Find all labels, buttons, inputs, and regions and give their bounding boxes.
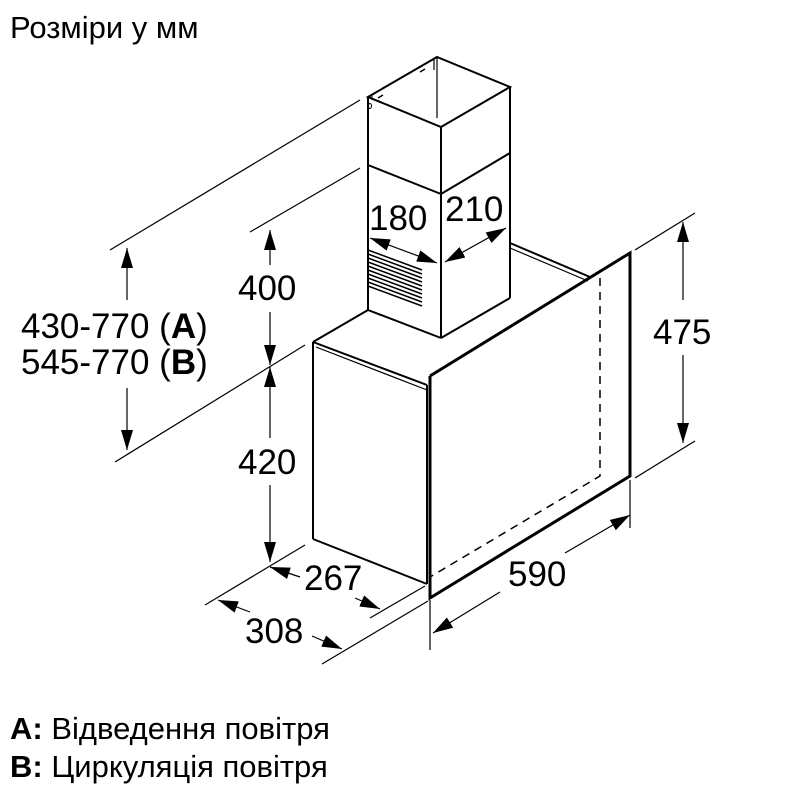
- dim-width: 590: [508, 555, 567, 594]
- dim-range-b: 545-770 (B): [21, 343, 208, 382]
- dim-glass-height: 475: [653, 313, 712, 352]
- dim-chimney-width: 180: [369, 199, 428, 238]
- page-title: Розміри у мм: [10, 10, 199, 45]
- dim-body-height: 420: [238, 443, 297, 482]
- glass-panel: [428, 250, 632, 601]
- dimension-lines: [109, 99, 696, 665]
- hood-body: [312, 242, 591, 585]
- dim-body-depth: 267: [304, 559, 363, 598]
- dim-chimney-depth: 210: [445, 190, 504, 229]
- dim-total-depth: 308: [245, 612, 304, 651]
- dim-range-a: 430-770 (A): [21, 307, 208, 346]
- legend-item-a: A: Відведення повітря: [10, 711, 330, 746]
- vent-grille: [367, 249, 423, 307]
- dim-chimney-height: 400: [238, 269, 297, 308]
- chimney-upper: [365, 55, 513, 194]
- legend-item-b: B: Циркуляція повітря: [10, 749, 328, 784]
- chimney-lower: [367, 152, 511, 339]
